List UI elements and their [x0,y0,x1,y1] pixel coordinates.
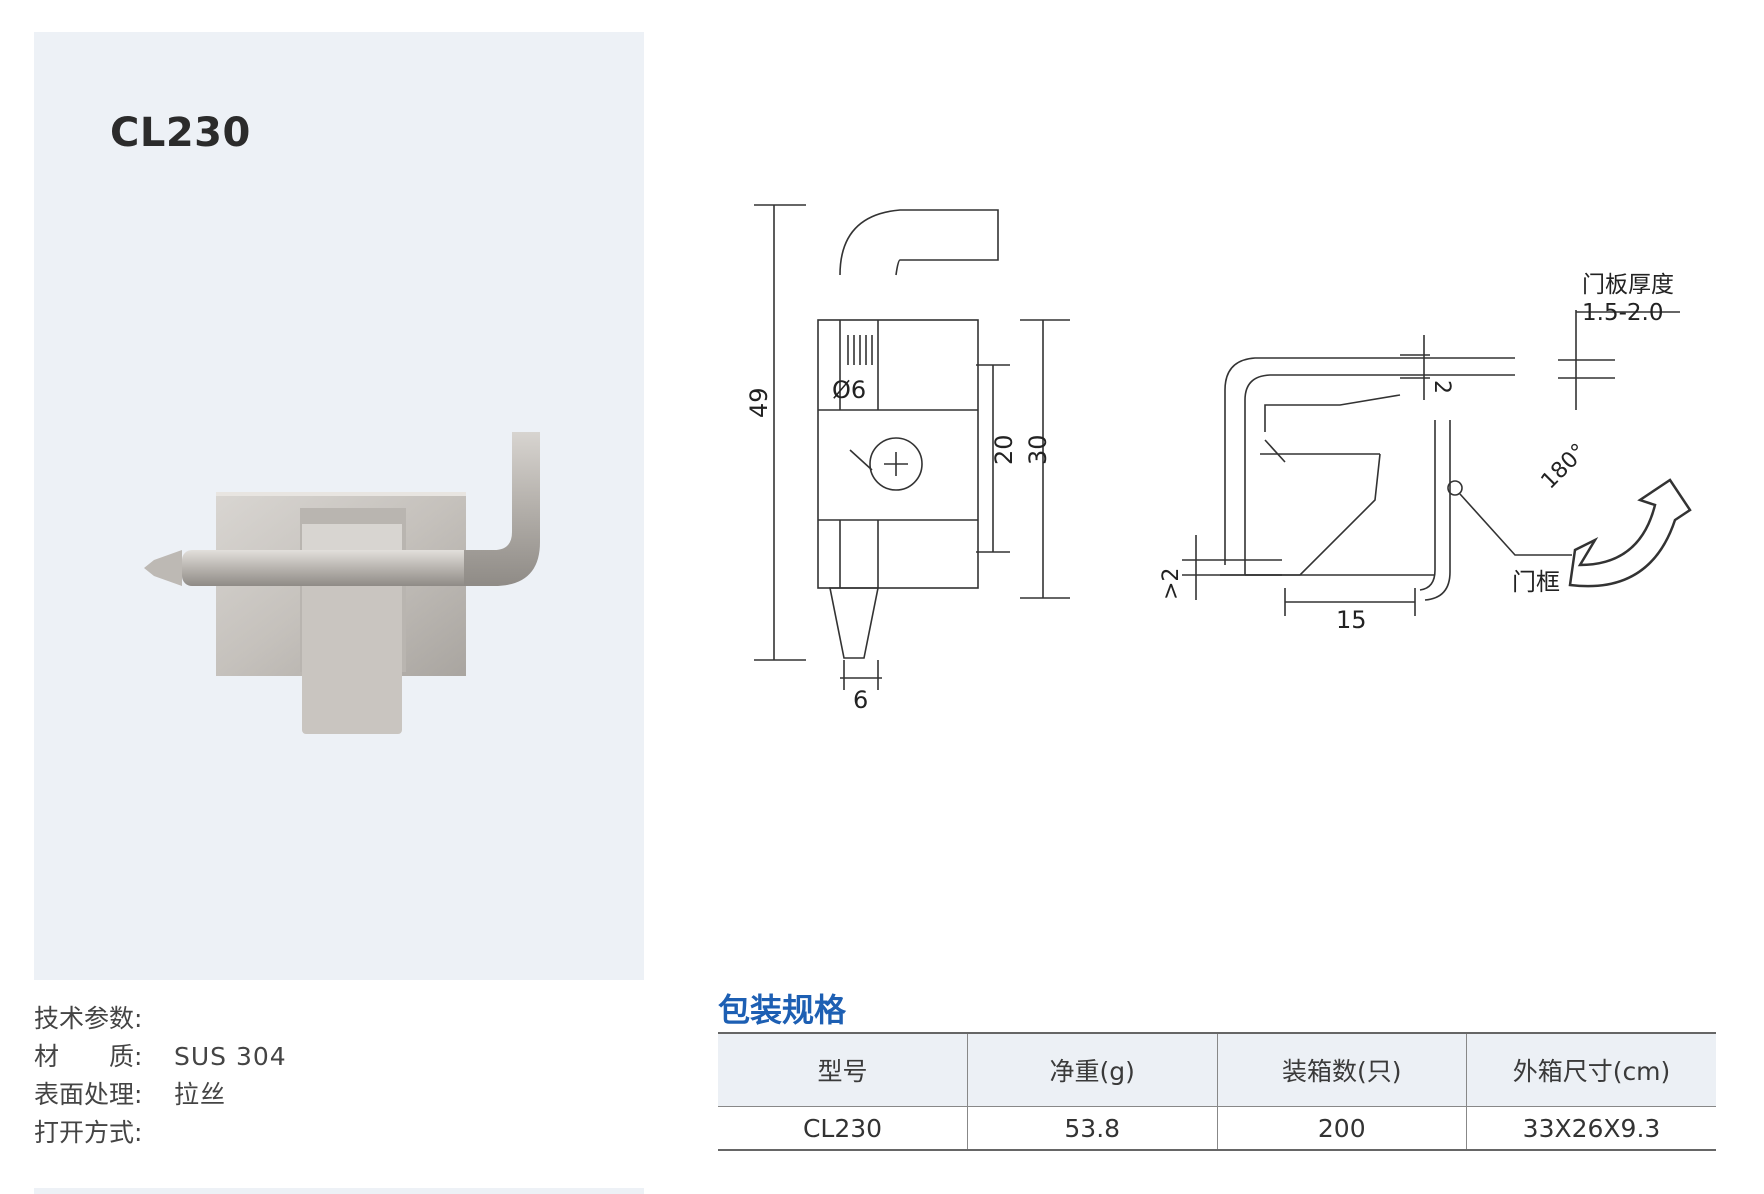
dim-width: 6 [853,686,868,714]
spec-value: SUS 304 [174,1042,287,1071]
col-header-weight: 净重(g) [967,1032,1218,1107]
spec-row: 打开方式: [34,1114,287,1152]
model-title: CL230 [110,110,251,156]
dim-gap-bottom: >2 [1159,568,1184,600]
spec-label: 表面处理: [34,1080,143,1109]
door-thickness-label: 门板厚度 [1582,272,1674,298]
table-row: CL230 53.8 200 33X26X9.3 [718,1106,1716,1151]
cell-model: CL230 [718,1106,968,1151]
hinge-photo [144,432,540,734]
technical-drawing: 49 Ø6 6 20 30 2 >2 15 180° 门板厚度 1.5-2.0 … [745,204,1692,714]
col-header-box-size: 外箱尺寸(cm) [1466,1032,1716,1107]
dim-gap-top: 2 [1429,380,1454,394]
dim-inner: 20 [990,434,1018,465]
cell-quantity: 200 [1217,1106,1467,1151]
col-header-quantity: 装箱数(只) [1217,1032,1467,1107]
bottom-strip [34,1188,644,1194]
spec-label: 打开方式: [34,1118,143,1147]
spec-row: 表面处理: 拉丝 [34,1076,287,1114]
product-photo-panel: CL230 [34,32,644,980]
spec-label: 材 质: [34,1042,143,1071]
packaging-title: 包装规格 [718,991,847,1029]
packaging-table: 型号 净重(g) 装箱数(只) 外箱尺寸(cm) CL230 53.8 200 … [718,1032,1716,1151]
dim-angle: 180° [1537,439,1592,494]
door-frame-label: 门框 [1512,568,1560,596]
spec-row: 材 质: SUS 304 [34,1038,287,1076]
specs-heading: 技术参数: [34,1004,143,1033]
dim-overall-height: 49 [745,387,773,418]
dim-hole: Ø6 [832,376,866,404]
cell-weight: 53.8 [967,1106,1218,1151]
cell-box-size: 33X26X9.3 [1466,1106,1716,1151]
tech-specs: 技术参数: 材 质: SUS 304 表面处理: 拉丝 打开方式: [34,1000,287,1152]
spec-value: 拉丝 [174,1080,227,1109]
dim-offset: 15 [1336,606,1367,634]
table-header-row: 型号 净重(g) 装箱数(只) 外箱尺寸(cm) [718,1032,1716,1107]
dim-outer: 30 [1024,434,1052,465]
door-thickness-range: 1.5-2.0 [1582,300,1663,326]
col-header-model: 型号 [718,1032,968,1107]
